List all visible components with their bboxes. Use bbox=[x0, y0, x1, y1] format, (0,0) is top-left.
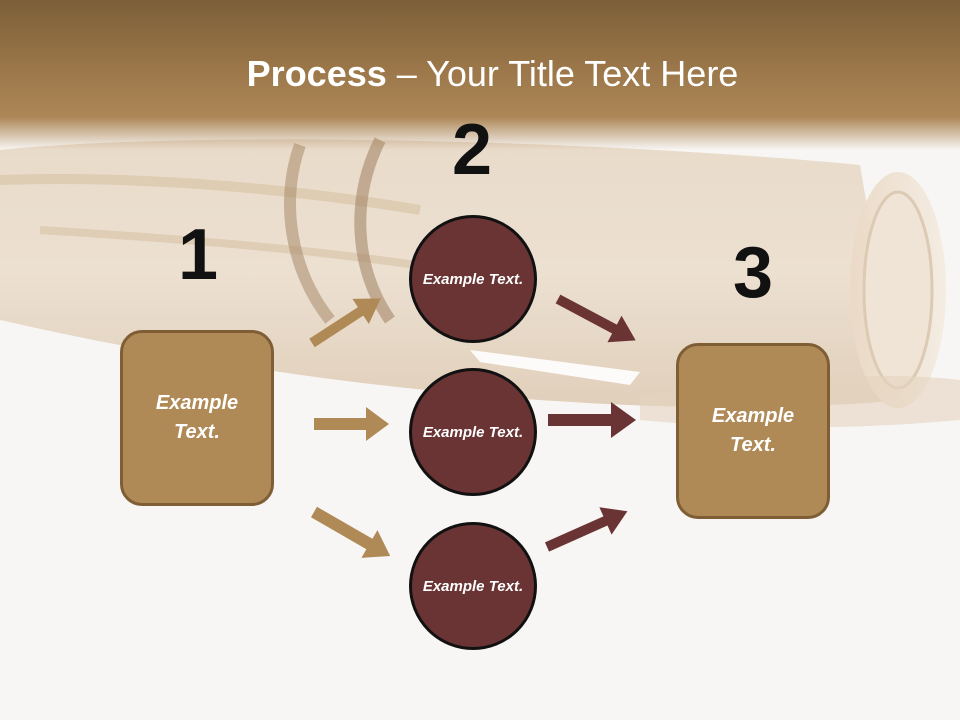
step-3-box: Example Text. bbox=[676, 343, 830, 519]
arrow-bottom-to-3 bbox=[544, 507, 628, 552]
step-2-circle-bottom: Example Text. bbox=[409, 522, 537, 650]
title-rest-part: – Your Title Text Here bbox=[386, 53, 739, 94]
step-number-2: 2 bbox=[451, 110, 493, 190]
arrow-1-to-middle bbox=[314, 407, 389, 441]
slide-title: Process – Your Title Text Here bbox=[0, 50, 960, 98]
step-2-circle-top: Example Text. bbox=[409, 215, 537, 343]
title-bold-part: Process bbox=[246, 53, 387, 94]
step-number-1: 1 bbox=[177, 215, 219, 295]
step-1-text: Example Text. bbox=[155, 392, 239, 443]
arrow-middle-to-3 bbox=[548, 402, 636, 438]
step-number-3: 3 bbox=[732, 233, 774, 313]
step-3-text: Example Text. bbox=[711, 405, 795, 456]
step-1-box: Example Text. bbox=[120, 330, 274, 506]
arrow-top-to-3 bbox=[555, 294, 636, 343]
arrow-1-to-bottom bbox=[311, 506, 391, 558]
step-2-circle-middle: Example Text. bbox=[409, 368, 537, 496]
circle-top-text: Example Text. bbox=[422, 270, 524, 288]
title-bar bbox=[0, 0, 960, 150]
circle-bottom-text: Example Text. bbox=[422, 577, 524, 595]
circle-middle-text: Example Text. bbox=[422, 423, 524, 441]
arrow-1-to-top bbox=[309, 298, 381, 348]
